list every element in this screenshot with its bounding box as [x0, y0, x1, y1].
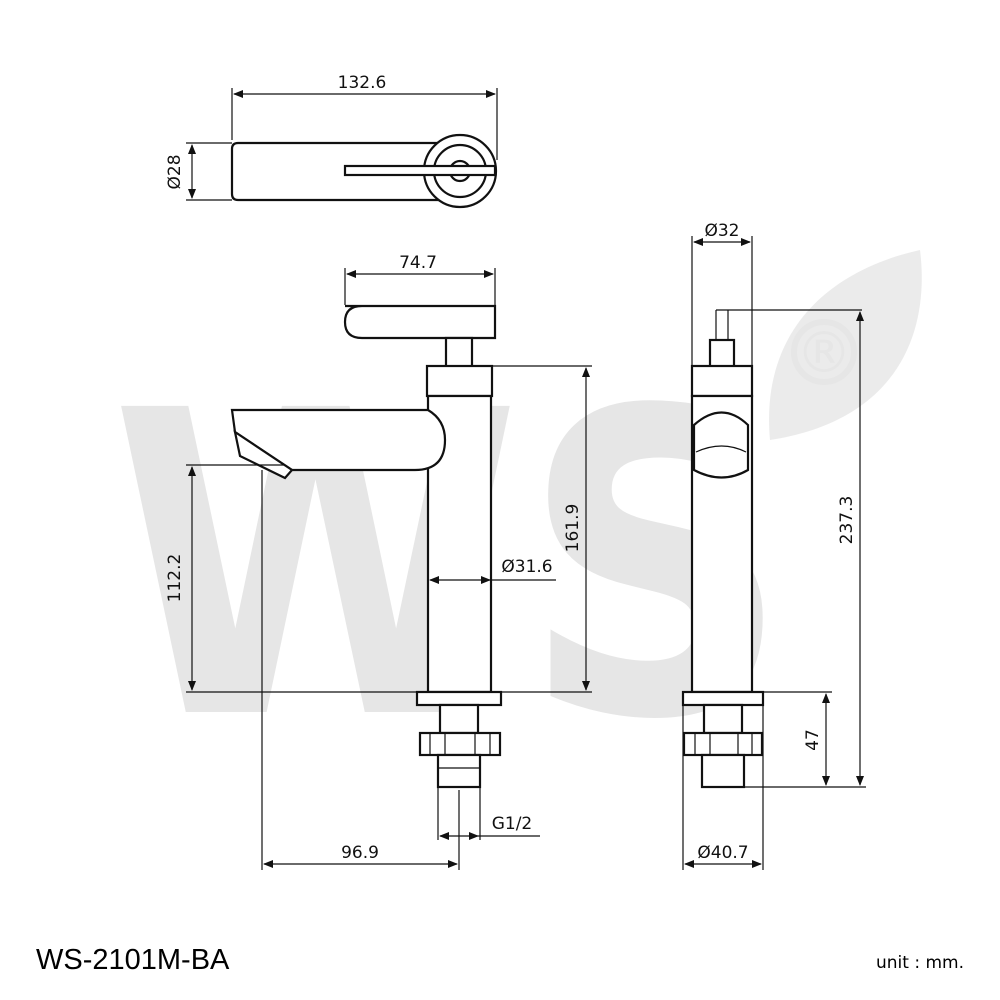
dim-top-length: 132.6: [338, 73, 387, 93]
side-nut: [682, 731, 764, 757]
front-base-ring: [415, 690, 503, 707]
side-spout-outlet: [692, 411, 750, 479]
side-view: Ø32 237.3 47 Ø40.7: [681, 221, 866, 870]
dim-shank-length: 47: [803, 729, 823, 751]
unit-label: unit : mm.: [876, 953, 964, 973]
dim-body-diameter: Ø31.6: [501, 557, 552, 577]
side-shank-upper: [702, 703, 744, 735]
front-handle-lever: [343, 304, 497, 340]
watermark-registered-symbol: ®: [796, 321, 852, 386]
top-view: 132.6 Ø28: [165, 73, 498, 209]
front-aerator: [233, 429, 294, 480]
front-nut: [418, 731, 502, 757]
model-code: WS-2101M-BA: [36, 944, 230, 976]
dim-thread: G1/2: [492, 814, 533, 834]
watermark-registered-ring: [791, 319, 857, 385]
front-view: 74.7 161.9 Ø31.6 112.2 96.9 G1/2: [165, 253, 592, 870]
brand-watermark: WS ®: [110, 250, 922, 812]
dim-side-top-diameter: Ø32: [704, 221, 739, 241]
dim-body-height: 161.9: [563, 504, 583, 553]
front-spout: [230, 408, 447, 472]
side-base-ring: [681, 690, 765, 707]
side-thread: [700, 753, 746, 789]
side-handle-stem: [708, 338, 736, 370]
watermark-leaf-icon: [769, 250, 922, 440]
dim-spout-height: 112.2: [165, 554, 185, 603]
top-view-lever: [343, 164, 497, 177]
dim-total-height: 237.3: [837, 496, 857, 545]
dim-base-diameter: Ø40.7: [697, 843, 748, 863]
front-shank-upper: [438, 703, 480, 735]
front-thread: [436, 753, 482, 789]
dim-top-diameter: Ø28: [165, 154, 185, 189]
side-body-cap: [690, 364, 754, 398]
front-body-cap: [425, 364, 494, 398]
dim-handle-length: 74.7: [399, 253, 437, 273]
top-view-handle-body: [230, 141, 442, 202]
front-handle-stem: [444, 336, 474, 370]
dim-spout-reach: 96.9: [341, 843, 379, 863]
